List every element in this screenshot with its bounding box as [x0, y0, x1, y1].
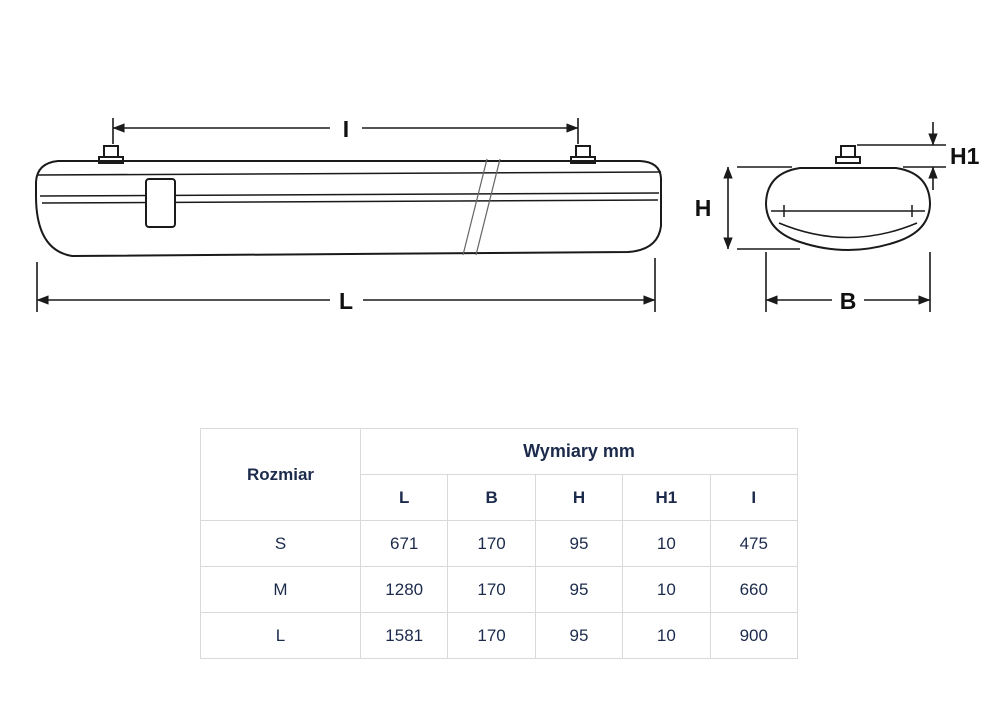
value-cell: 10 [622, 520, 711, 567]
dim-l [36, 258, 656, 312]
dim-h1 [857, 122, 946, 190]
col-header-h1: H1 [622, 474, 711, 521]
dim-h [723, 166, 800, 250]
dim-i [112, 118, 579, 144]
groove-line-lower [41, 199, 659, 204]
table-row-m: M 1280 170 95 10 660 [200, 566, 799, 613]
dim-b [765, 252, 931, 312]
groove-line-upper [39, 192, 660, 197]
mounting-clip-end-icon [835, 145, 861, 164]
value-cell: 1280 [359, 566, 449, 613]
value-cell: 170 [447, 612, 536, 659]
value-cell: 10 [622, 612, 711, 659]
fixture-body-outline [35, 160, 662, 258]
wymiary-header: Wymiary mm [360, 428, 798, 475]
diffuser-inner-curve [778, 222, 918, 239]
break-mark-left [462, 158, 488, 256]
size-cell: M [200, 566, 361, 613]
rozmiar-header: Rozmiar [200, 428, 361, 521]
column-header-row: L B H H1 I [201, 474, 799, 521]
technical-drawing: I L H H1 B [35, 116, 980, 314]
dim-label-l: L [339, 288, 353, 314]
break-mark-right [475, 158, 501, 256]
col-header-l: L [359, 474, 449, 521]
value-cell: 170 [447, 566, 536, 613]
size-cell: S [200, 520, 361, 567]
col-header-i: I [709, 474, 799, 521]
size-cell: L [200, 612, 361, 659]
value-cell: 900 [709, 612, 799, 659]
value-cell: 1581 [359, 612, 449, 659]
value-cell: 95 [534, 566, 624, 613]
lid-seam-line [36, 171, 662, 176]
value-cell: 660 [709, 566, 799, 613]
end-view [764, 145, 932, 251]
value-cell: 10 [622, 566, 711, 613]
col-header-h: H [534, 474, 624, 521]
dimension-table-section: Rozmiar Wymiary mm L B H H1 I S 671 170 … [200, 428, 799, 659]
dimensions-table: Rozmiar Wymiary mm L B H H1 I S 671 170 … [200, 428, 799, 659]
end-outline [764, 167, 932, 251]
dim-label-b: B [840, 288, 857, 314]
dim-label-h: H [695, 195, 712, 221]
table-row-l: L 1581 170 95 10 900 [200, 612, 799, 659]
col-header-b: B [447, 474, 536, 521]
value-cell: 95 [534, 520, 624, 567]
latch [145, 178, 176, 228]
dim-label-h1: H1 [950, 143, 980, 169]
dim-label-i: I [343, 116, 349, 142]
value-cell: 95 [534, 612, 624, 659]
dimensions [36, 118, 946, 312]
value-cell: 475 [709, 520, 799, 567]
value-cell: 671 [359, 520, 449, 567]
side-view [35, 145, 662, 258]
dim-labels: I L H H1 B [339, 116, 980, 314]
table-row-s: S 671 170 95 10 475 [200, 520, 799, 567]
value-cell: 170 [447, 520, 536, 567]
